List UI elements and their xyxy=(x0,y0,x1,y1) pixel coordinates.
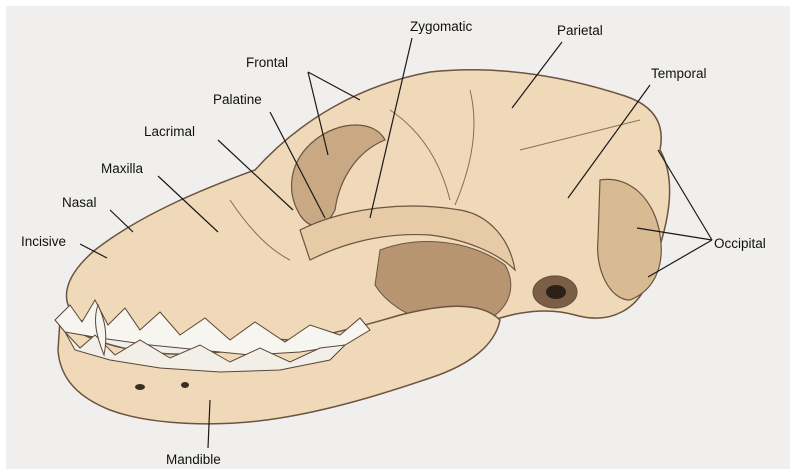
ear-canal xyxy=(546,285,566,299)
label-incisive: Incisive xyxy=(21,234,66,250)
mental-foramen xyxy=(181,382,189,388)
leader-frontal-a xyxy=(308,72,360,100)
label-zygomatic: Zygomatic xyxy=(410,19,472,35)
mental-foramen xyxy=(135,384,145,390)
label-nasal: Nasal xyxy=(62,195,97,211)
label-maxilla: Maxilla xyxy=(101,161,143,177)
label-mandible: Mandible xyxy=(166,452,221,468)
label-palatine: Palatine xyxy=(213,92,262,108)
label-frontal: Frontal xyxy=(246,55,288,71)
leader-nasal xyxy=(110,210,133,232)
label-parietal: Parietal xyxy=(557,23,603,39)
label-temporal: Temporal xyxy=(651,66,707,82)
label-lacrimal: Lacrimal xyxy=(144,124,195,140)
label-occipital: Occipital xyxy=(714,236,766,252)
